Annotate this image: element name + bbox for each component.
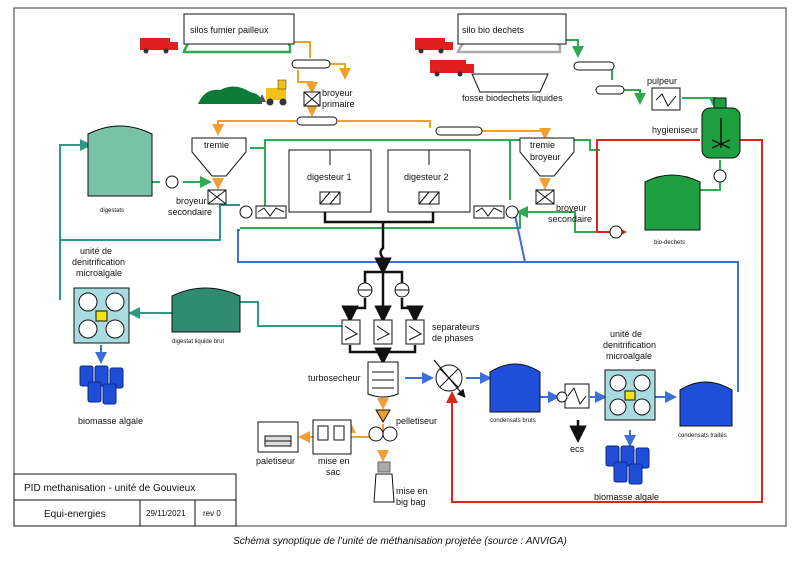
title-block-rev: rev 0 [203, 509, 221, 518]
mise-en-sac [312, 419, 352, 455]
silo-fumier-pailleux [182, 13, 295, 54]
label-silo-bio: silo bio dechets [462, 25, 525, 35]
digestats-tank [87, 125, 153, 197]
label-pulpeur: pulpeur [647, 76, 677, 86]
broyeur-primaire [303, 91, 321, 107]
label-paletiseur: paletiseur [256, 456, 295, 466]
condensats-bruts-tank [489, 363, 541, 413]
label-mise-bigbag-1: mise en [396, 486, 428, 496]
unite-denitrification-left [73, 287, 130, 344]
label-condensats-bruts: condensats bruts [490, 418, 536, 424]
label-turbosecheur: turbosecheur [308, 373, 361, 383]
label-mise-sac-1: mise en [318, 456, 350, 466]
truck-icon [140, 38, 178, 54]
label-unite-right-1: unité de [610, 329, 642, 339]
pump [165, 175, 179, 189]
fosse-biodechets [471, 73, 549, 93]
digesteur-2 [387, 149, 471, 213]
label-unite-right-2: denitrification [603, 340, 656, 350]
title-block: PID methanisation - unité de Gouvieux Eq… [13, 473, 237, 527]
title-block-title: PID methanisation - unité de Gouvieux [24, 483, 195, 494]
label-unite-left-2: denitrification [72, 257, 125, 267]
loader-icon [258, 79, 287, 106]
barrels-left [79, 365, 124, 405]
label-fosse: fosse biodechets liquides [462, 93, 563, 103]
label-unite-left-1: unité de [80, 246, 112, 256]
label-biomasse-right: biomasse algale [594, 492, 659, 502]
heat-exchanger-left [239, 205, 287, 219]
label-broyeur-sec-left-1: broyeur [176, 196, 207, 206]
label-bio-dechets: bio-dechets [654, 240, 685, 246]
green-pile [198, 86, 262, 104]
label-mise-sac-2: sac [326, 467, 341, 477]
teal-flow-lines [59, 139, 348, 327]
label-pelletiseur: pelletiseur [396, 416, 437, 426]
digesteur-1 [288, 149, 372, 213]
separateur-de-phases [341, 319, 425, 345]
label-tremie-left: tremie [204, 140, 229, 150]
label-digesteur-1: digesteur 1 [307, 172, 352, 182]
turbosecheur [367, 361, 399, 398]
pump [357, 282, 373, 298]
big-bag [373, 461, 395, 503]
black-flow-lines [323, 212, 587, 443]
truck-icon [415, 38, 453, 54]
broyeur-secondaire-right [535, 189, 555, 205]
label-broyeur-primaire-2: primaire [322, 99, 355, 109]
diagram-labels: silos fumier pailleux silo bio dechets b… [72, 25, 727, 507]
pump [394, 282, 410, 298]
label-unite-right-3: microalgale [606, 351, 652, 361]
label-separateurs-1: separateurs [432, 322, 480, 332]
label-broyeur-sec-right-1: broyeur [556, 203, 587, 213]
label-digestats: digestats [100, 208, 124, 214]
title-block-company: Equi-energies [44, 509, 106, 520]
label-broyeur-sec-left-2: secondaire [168, 207, 212, 217]
pelletiseur [368, 409, 398, 442]
pump [713, 169, 727, 183]
label-tremie-right-1: tremie [530, 140, 555, 150]
label-silos-fumier: silos fumier pailleux [190, 25, 269, 35]
paletiseur [257, 421, 299, 453]
heat-exchanger-right [473, 205, 519, 219]
barrels-right [605, 445, 650, 485]
label-unite-left-3: microalgale [76, 268, 122, 278]
hygieniseur [701, 97, 741, 159]
condensats-traites-tank [679, 381, 733, 427]
blue-flow-lines [95, 214, 739, 447]
label-broyeur-sec-right-2: secondaire [548, 214, 592, 224]
ecs-exchanger [556, 383, 590, 409]
label-ecs: ecs [570, 444, 585, 454]
pulpeur [651, 87, 681, 111]
unite-denitrification-right [604, 369, 656, 421]
label-mise-bigbag-2: big bag [396, 497, 426, 507]
broyeur-secondaire-left [207, 189, 227, 205]
label-digesteur-2: digesteur 2 [404, 172, 449, 182]
label-digestat-liquide: digestat liquide brut [172, 339, 224, 345]
digestat-liquide-tank [171, 287, 241, 333]
bio-dechets-tank [644, 174, 701, 231]
figure-caption: Schéma synoptique de l’unité de méthanis… [233, 536, 567, 547]
label-hygieniseur: hygieniseur [652, 125, 698, 135]
diagram-frame [13, 7, 787, 527]
silo-bio-dechets [456, 13, 567, 54]
truck-icon [430, 60, 474, 77]
label-broyeur-primaire-1: broyeur [322, 88, 353, 98]
label-tremie-right-2: broyeur [530, 152, 561, 162]
label-condensats-traites: condensats traités [678, 433, 727, 439]
pump [609, 225, 623, 239]
tremie-right [519, 137, 575, 177]
label-separateurs-2: de phases [432, 333, 474, 343]
title-block-date: 29/11/2021 [146, 509, 186, 518]
conveyor [291, 59, 625, 136]
label-biomasse-left: biomasse algale [78, 416, 143, 426]
condenser-exchanger [433, 359, 466, 398]
tremie-left [191, 137, 247, 177]
